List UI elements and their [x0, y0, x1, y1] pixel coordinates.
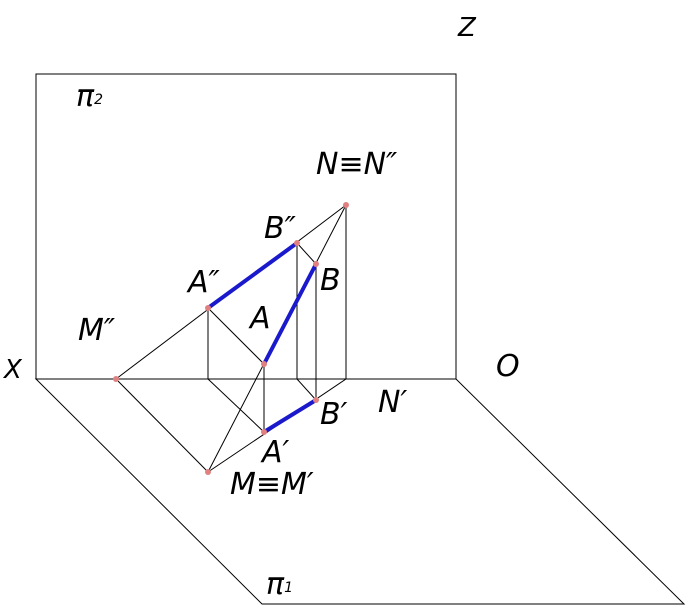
- point-n: [343, 202, 349, 208]
- label-a: A: [248, 301, 271, 336]
- label-z-axis: Z: [457, 13, 477, 43]
- point-a1: [261, 429, 267, 435]
- label-n-pair: N≡N″: [316, 147, 398, 182]
- segment-a-b: [262, 262, 318, 366]
- link-b2-b: [296, 242, 317, 265]
- label-a-prime: A′: [260, 435, 290, 470]
- label-pi1: π1: [266, 567, 293, 602]
- point-m2: [113, 376, 119, 382]
- label-x-axis: X: [2, 355, 23, 385]
- label-m-double: M″: [78, 313, 116, 348]
- label-pi1-main: π: [266, 567, 285, 602]
- point-a2: [205, 305, 211, 311]
- label-pi1-sub: 1: [284, 580, 293, 596]
- label-b: B: [320, 263, 341, 298]
- label-origin: O: [496, 349, 520, 384]
- label-m-pair: M≡M′: [230, 467, 314, 502]
- points: [113, 202, 349, 475]
- point-b2: [294, 240, 300, 246]
- point-m: [205, 469, 211, 475]
- horizontal-plane-pi1: [34, 378, 686, 605]
- link-a2-a: [207, 307, 265, 365]
- segment-a1-b1: [262, 398, 318, 434]
- segment-a2-b2: [206, 241, 299, 310]
- line-m2-m: [115, 378, 209, 473]
- point-b: [313, 261, 319, 267]
- label-pi2-sub: 2: [94, 92, 103, 108]
- label-b-prime: B′: [320, 397, 348, 432]
- label-pi2: π2: [76, 79, 103, 114]
- label-b-double: B″: [264, 211, 297, 246]
- link-bx-b1: [296, 378, 317, 401]
- point-b1: [313, 397, 319, 403]
- label-pi2-main: π: [76, 79, 95, 114]
- point-a: [261, 361, 267, 367]
- label-a-double: A″: [186, 265, 221, 300]
- link-ax-a1: [207, 378, 265, 433]
- label-n-prime: N′: [378, 385, 407, 420]
